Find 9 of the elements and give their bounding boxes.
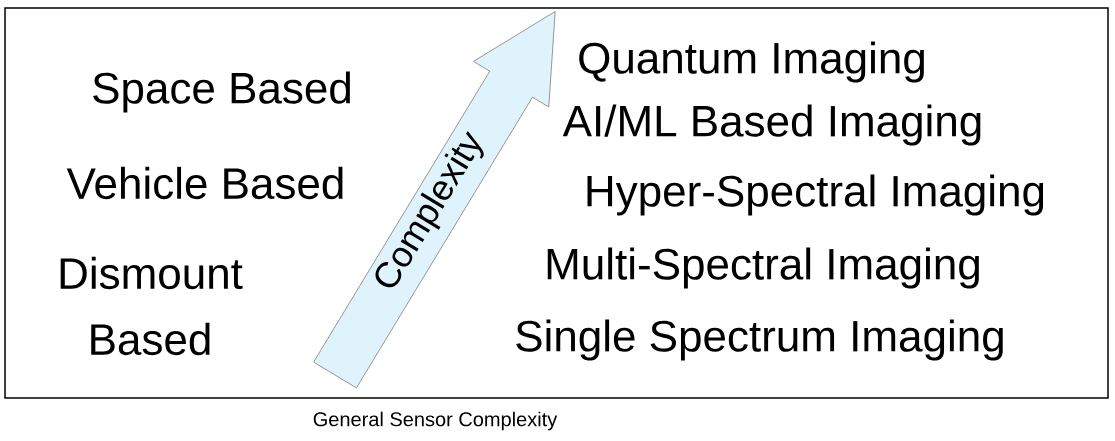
caption: General Sensor Complexity (313, 411, 558, 431)
label: Hyper-Spectral Imaging (587, 174, 1044, 216)
label: Dismount Based (60, 256, 243, 356)
label: Single Spectrum Imaging (516, 319, 1003, 361)
label: AI/ML Based Imaging (562, 104, 981, 146)
label: Vehicle Based (66, 166, 343, 200)
label: Quantum Imaging (579, 41, 924, 83)
label: Multi-Spectral Imaging (547, 247, 979, 289)
label: Space Based (93, 71, 350, 113)
